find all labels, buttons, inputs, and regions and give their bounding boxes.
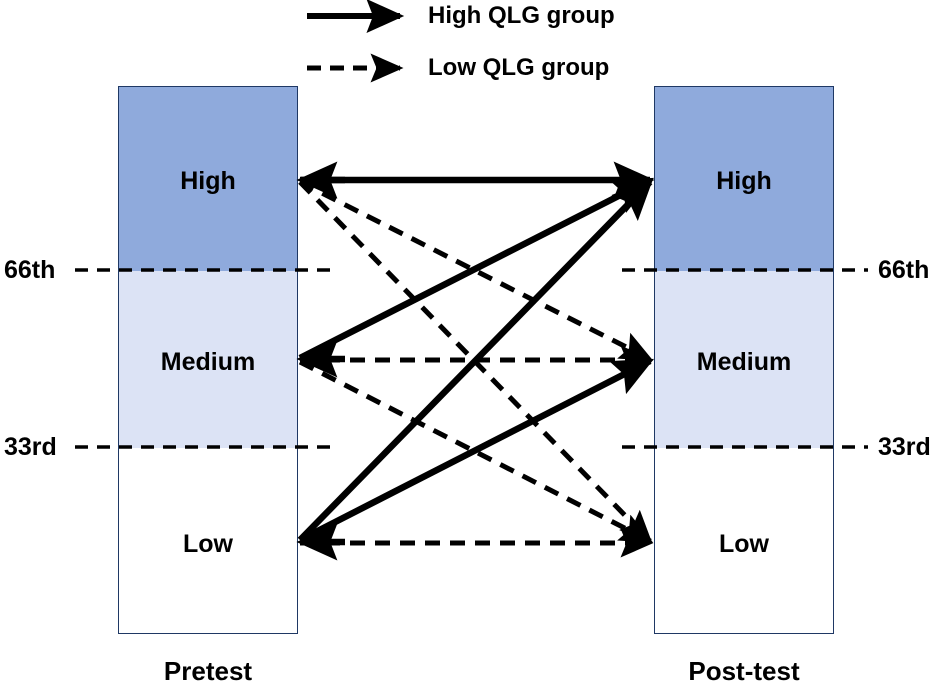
- pretest-label-high: High: [180, 167, 236, 195]
- pretest-column: [118, 86, 298, 634]
- edge-low-premedium-postlow: [298, 359, 654, 544]
- posttest-label-low: Low: [719, 530, 769, 558]
- posttest-column: [654, 86, 834, 634]
- posttest-label-medium: Medium: [696, 348, 792, 376]
- pretest-tier-high: [119, 87, 297, 271]
- pretest-caption: Pretest: [163, 656, 253, 686]
- posttest-tier-medium: [655, 271, 833, 448]
- posttest-caption: Post-test: [688, 656, 800, 686]
- posttest-tier-high: [655, 87, 833, 271]
- posttest-label-high: High: [716, 167, 772, 195]
- edge-low-prehigh-postmedium: [298, 179, 654, 362]
- percentile-33-label-right: 33rd: [878, 433, 931, 461]
- percentile-66-label-right: 66th: [878, 256, 930, 284]
- posttest-tier-low: [655, 448, 833, 633]
- pretest-label-low: Low: [183, 530, 233, 558]
- percentile-66-label-left: 66th: [4, 256, 56, 284]
- pretest-tier-low: [119, 448, 297, 633]
- pretest-label-medium: Medium: [160, 348, 256, 376]
- legend-label-high: High QLG group: [428, 2, 615, 29]
- legend-label-low: Low QLG group: [428, 54, 610, 81]
- pretest-tier-medium: [119, 271, 297, 448]
- edge-high-premedium-posthigh: [298, 177, 655, 361]
- edge-high-prelow-posthigh: [297, 178, 654, 543]
- percentile-33-label-left: 33rd: [4, 433, 57, 461]
- edge-high-prelow-postmedium: [298, 358, 655, 543]
